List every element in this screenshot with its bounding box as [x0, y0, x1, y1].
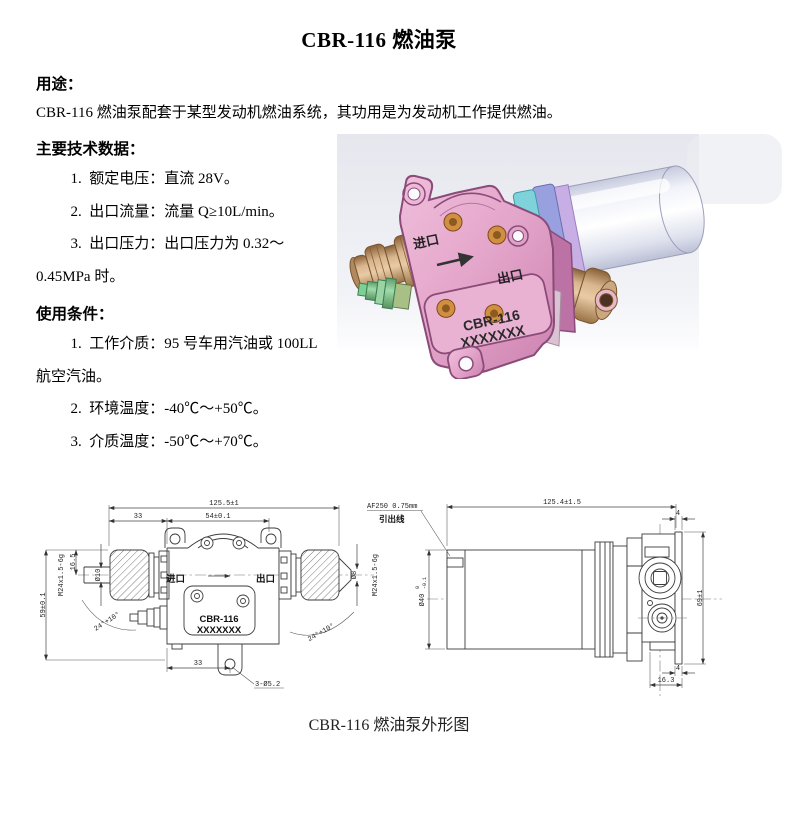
outlet-label: 出口 [496, 267, 525, 287]
mount-hole-ring-2 [507, 225, 529, 247]
bottom-tab [446, 345, 485, 381]
motor-outline [446, 549, 596, 650]
wire-spec-label: AF250 0.75mm [367, 503, 417, 511]
inlet-label: 进口 [412, 232, 441, 252]
mount-hole [407, 187, 421, 201]
tech-item: 1. 额定电压：直流 28V。 [70, 171, 239, 187]
outline-drawing: CBR-116 XXXXXXX 进口 出口 [22, 482, 782, 709]
dim-motor-dia: Ø40 0 -0.1 [415, 577, 428, 606]
mount-hole-2 [512, 230, 524, 242]
body-screws [443, 212, 507, 245]
front-connector [129, 605, 168, 630]
front-view: CBR-116 XXXXXXX 进口 出口 [78, 527, 374, 676]
dim-height-69: 69±1 [697, 590, 705, 607]
arch-clamp [433, 192, 502, 209]
condition-item: 1. 工作介质：95 号车用汽油或 100LL 航空汽油。 [36, 336, 321, 385]
usage-heading: 用途： [36, 76, 83, 93]
dim-bore-outlet: Ø8 [350, 571, 359, 579]
outlet-nut-section [300, 549, 340, 601]
dim-54: 54±0.1 [205, 513, 230, 521]
front-view-dimensions: 125.5±1 33 54±0.1 59±0.1 16.5 Ø10 M24x1.… [40, 500, 380, 689]
mount-flange [674, 531, 683, 665]
condition-item: 2. 环境温度：-40℃～+50℃。 [70, 401, 268, 417]
mount-hole-ring [402, 182, 426, 206]
thread-outlet: M24x1.5-6g [372, 554, 380, 596]
outline-drawing-svg: CBR-116 XXXXXXX 进口 出口 [40, 499, 722, 696]
dim-bore-inlet: Ø10 [94, 569, 103, 582]
front-serial-label: XXXXXXX [197, 625, 242, 636]
condition-item: 3. 介质温度：-50℃～+70℃。 [70, 433, 268, 450]
angle-inlet: 24°+10° [92, 610, 122, 634]
thread-inlet: M24x1.5-6g [58, 554, 66, 596]
wire-label: 引出线 [379, 514, 405, 524]
nameplate-outline [183, 585, 256, 636]
pump-render-figure: CBR-116 XXXXXXX 进口 出口 [337, 134, 782, 381]
dim-33-top: 33 [134, 513, 142, 521]
dim-foot-16-3: 16.3 [658, 677, 675, 685]
side-view-dimensions: AF250 0.75mm 引出线 125.4±1.5 4 Ø40 0 -0.1 [367, 499, 706, 688]
dim-4-top: 4 [676, 510, 680, 518]
dim-overall-length: 125.4±1.5 [543, 499, 581, 507]
arch-outline [187, 533, 259, 549]
side-view [427, 524, 722, 696]
arch-clamp-inner [439, 202, 496, 217]
tech-heading: 主要技术数据： [36, 141, 145, 158]
dim-16-5: 16.5 [70, 554, 78, 571]
wire-notch [446, 557, 464, 568]
dim-4-bottom: 4 [676, 665, 680, 673]
flow-arrow [436, 252, 474, 268]
svg-text:-0.1: -0.1 [422, 577, 428, 589]
front-outlet-label: 出口 [256, 573, 275, 585]
svg-text:Ø40: Ø40 [418, 594, 427, 607]
usage-paragraph: CBR-116 燃油泵配套于某型发动机燃油系统，其功用是为发动机工作提供燃油。 [36, 105, 562, 121]
front-model-label: CBR-116 [199, 614, 238, 625]
conditions-heading: 使用条件： [36, 306, 114, 323]
render-background-corner [687, 134, 782, 204]
dim-33-bottom: 33 [194, 660, 202, 668]
inlet-nut-section [109, 549, 150, 601]
pump-3d-render: CBR-116 XXXXXXX 进口 出口 [337, 134, 782, 381]
figure-caption: CBR-116 燃油泵外形图 [308, 717, 470, 734]
tech-item: 2. 出口流量：流量 Q≥10L/min。 [70, 203, 284, 220]
dim-holes: 3-Ø5.2 [255, 680, 280, 689]
dim-height-59: 59±0.1 [40, 592, 48, 617]
dim-overall-width: 125.5±1 [209, 500, 238, 508]
page-title: CBR-116 燃油泵 [301, 28, 457, 52]
svg-text:0: 0 [415, 586, 421, 589]
electrical-connector [357, 277, 413, 310]
angle-outlet: 24°+10° [306, 621, 336, 643]
tech-item: 3. 出口压力：出口压力为 0.32～0.45MPa 时。 [36, 236, 285, 285]
document-page: CBR-116 燃油泵 用途： CBR-116 燃油泵配套于某型发动机燃油系统，… [22, 28, 782, 734]
front-inlet-label: 进口 [166, 573, 185, 585]
